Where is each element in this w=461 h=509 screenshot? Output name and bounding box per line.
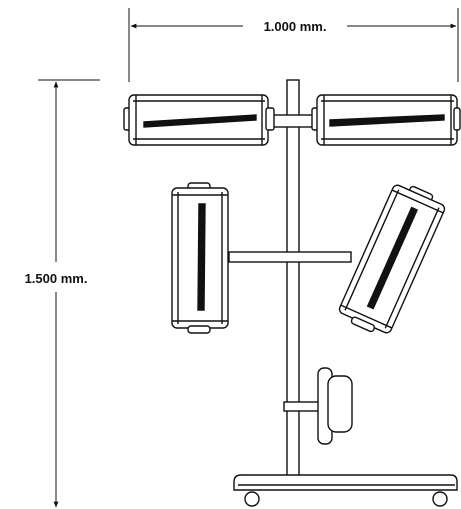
vertical-pole — [286, 79, 300, 484]
width-label: 1.000 mm. — [264, 19, 327, 34]
middle-crossbar — [228, 251, 352, 263]
height-dimension — [38, 79, 100, 508]
lamp-middle-left — [171, 182, 229, 334]
control-box-front — [327, 375, 353, 433]
stand — [228, 79, 458, 507]
height-label: 1.500 mm. — [25, 271, 88, 286]
lamp-middle-right — [338, 184, 446, 334]
stand-base — [233, 474, 458, 491]
wheel-left — [244, 491, 260, 507]
lamp-top-left — [123, 94, 275, 146]
lamp-top-right — [311, 94, 461, 146]
top-connector — [269, 114, 317, 128]
width-dimension — [128, 8, 459, 82]
wheel-right — [432, 491, 448, 507]
